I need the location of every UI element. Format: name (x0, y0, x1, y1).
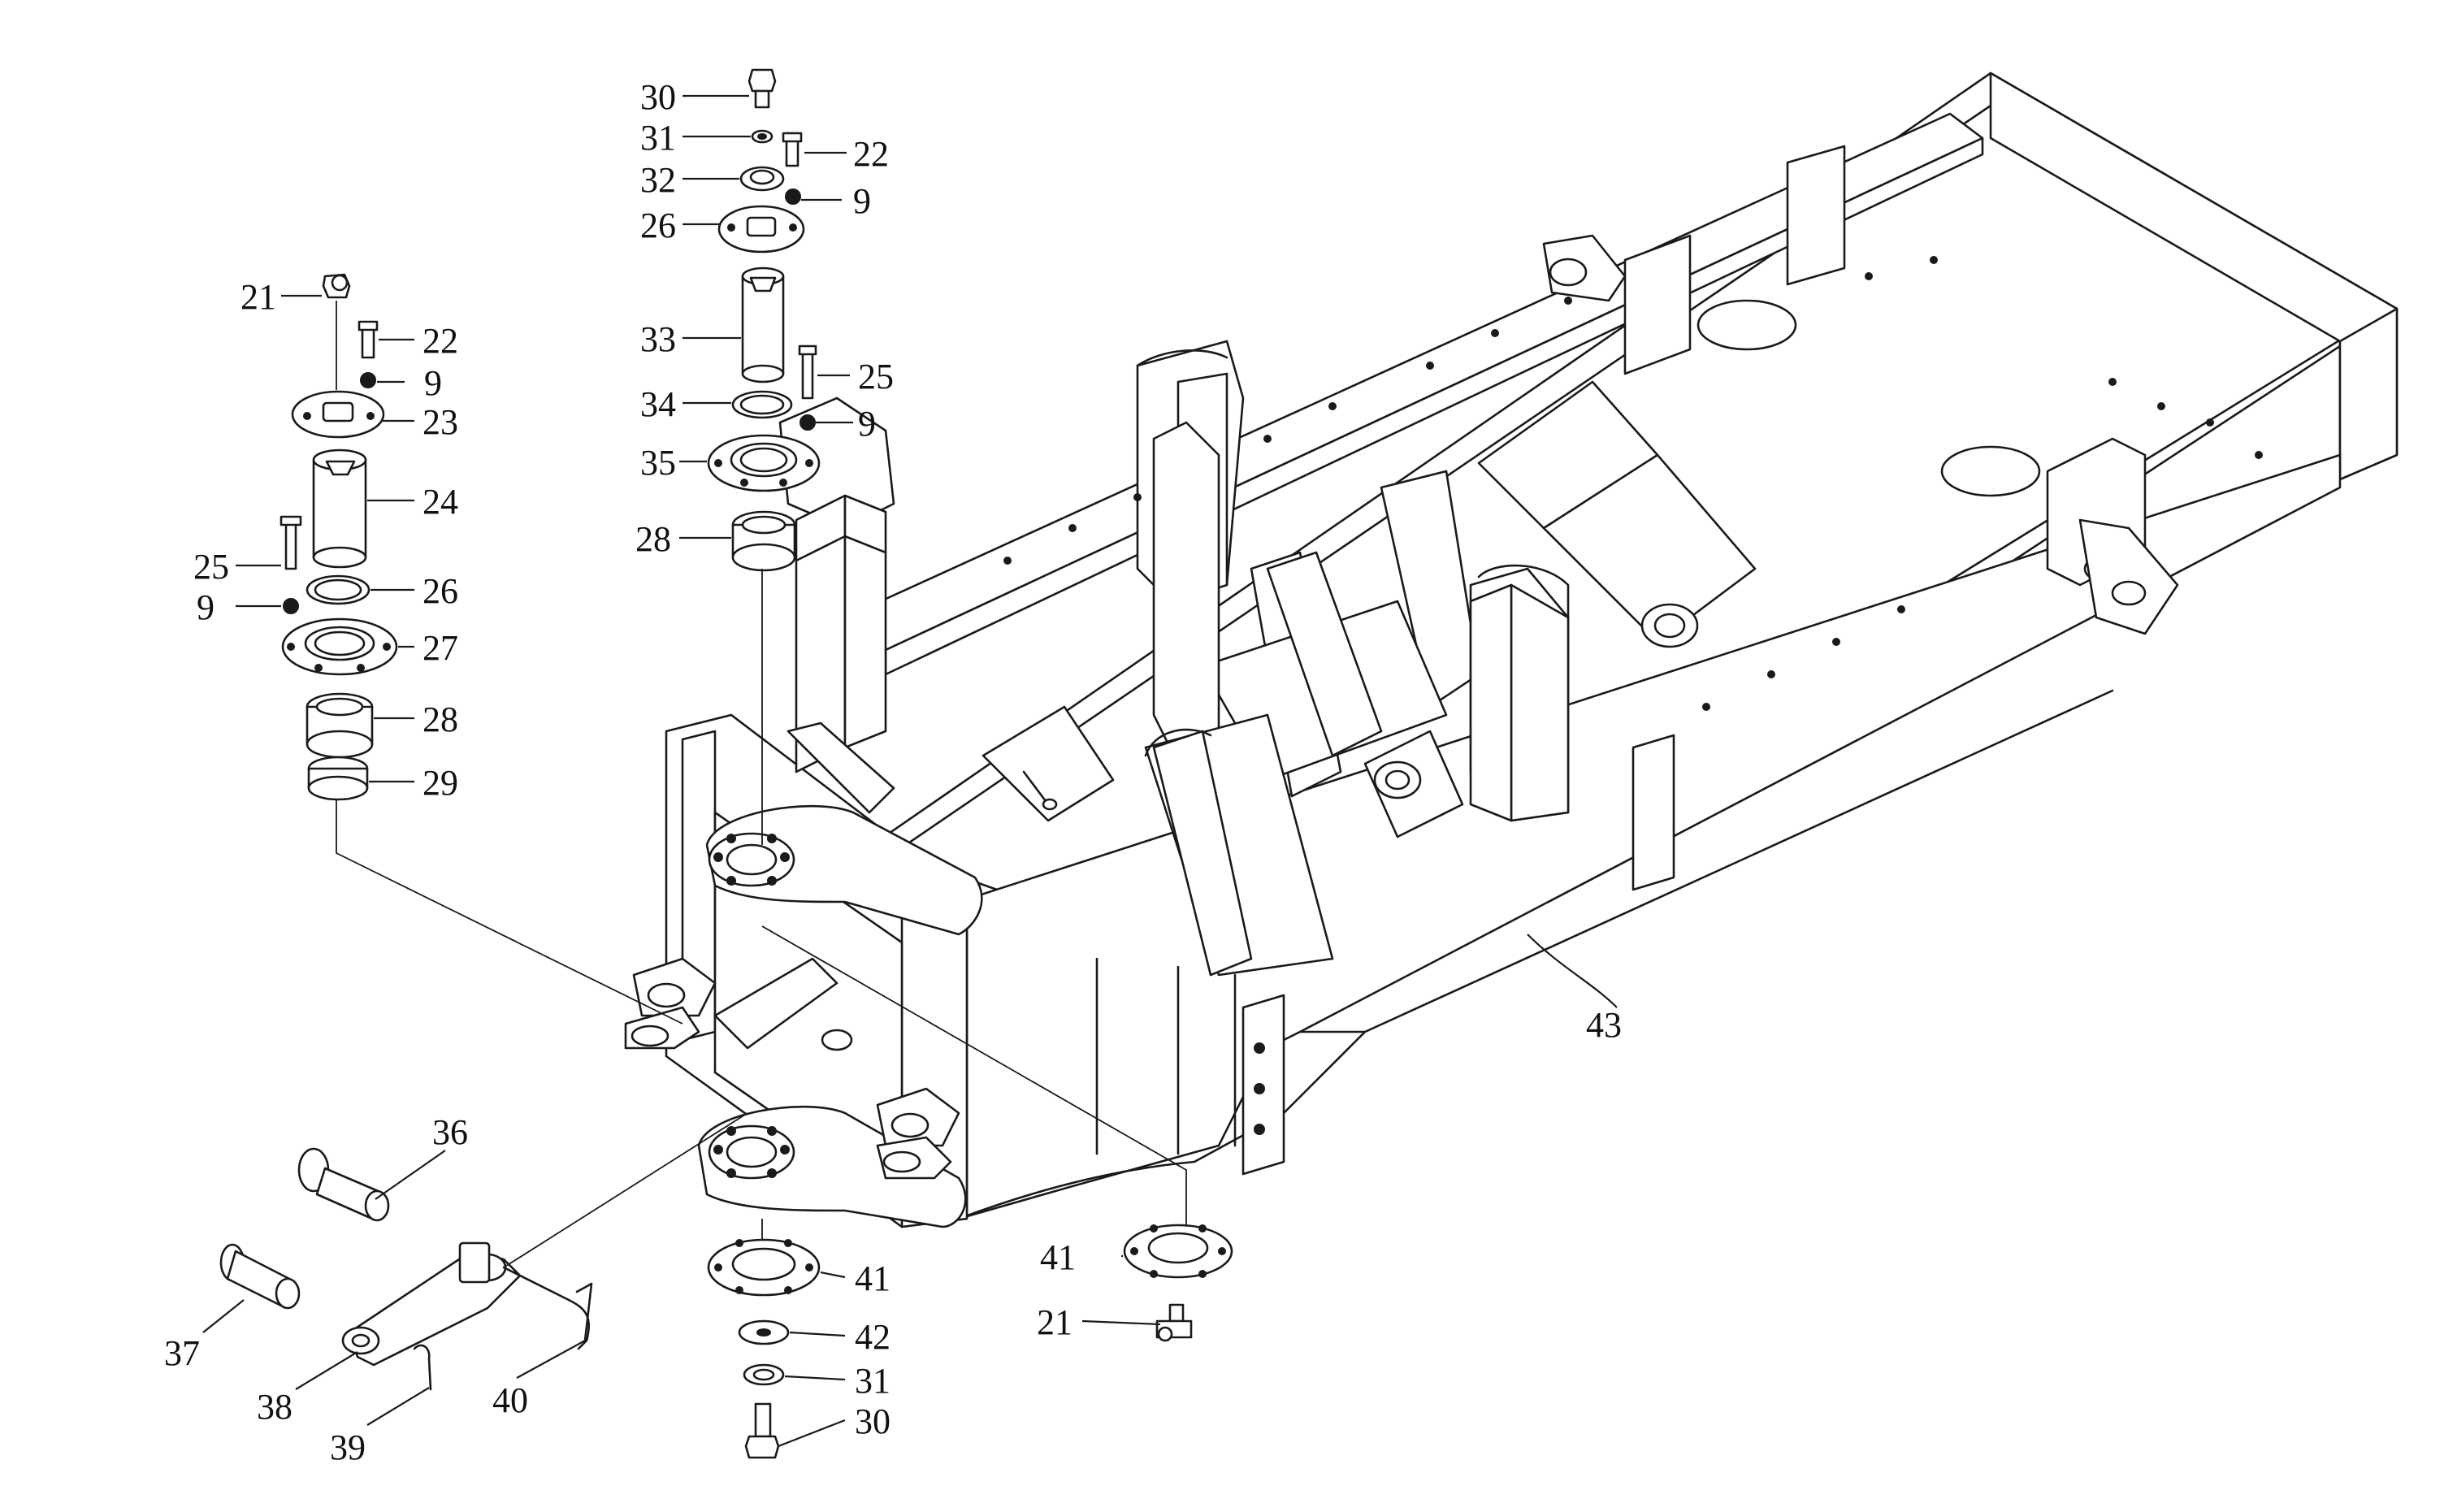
label-40: 40 (492, 1380, 528, 1420)
label-25-center: 25 (858, 357, 894, 396)
part-labels: 30 31 22 32 9 26 21 22 9 23 33 25 34 9 2… (164, 77, 1622, 1467)
label-34: 34 (640, 384, 676, 424)
label-37: 37 (164, 1333, 200, 1373)
label-9-center-upper: 9 (853, 181, 871, 221)
rear-frame-43 (835, 71, 2398, 1220)
label-38: 38 (257, 1387, 292, 1427)
label-24: 24 (422, 482, 458, 522)
label-36: 36 (432, 1112, 468, 1152)
bottom-stack (707, 1219, 821, 1459)
label-30-bottom: 30 (855, 1402, 890, 1441)
label-43: 43 (1586, 1005, 1622, 1045)
label-33: 33 (640, 319, 676, 359)
label-31-top: 31 (640, 118, 676, 158)
label-26-center: 26 (640, 206, 676, 245)
lock-pin-assembly (219, 1112, 748, 1391)
leader-lines (202, 94, 1161, 1448)
label-9-left-lower: 9 (197, 587, 214, 627)
label-28-left: 28 (422, 700, 458, 739)
label-42: 42 (855, 1317, 890, 1357)
label-23: 23 (422, 402, 458, 442)
label-21-right: 21 (1037, 1302, 1072, 1342)
label-41-bottom: 41 (855, 1259, 890, 1298)
label-9-center-lower: 9 (858, 404, 876, 444)
center-stack (707, 68, 1187, 1251)
label-41-right: 41 (1040, 1237, 1076, 1277)
label-30-top: 30 (640, 77, 676, 117)
label-21-left: 21 (240, 277, 276, 317)
label-32: 32 (640, 160, 676, 200)
label-9-left-upper: 9 (424, 363, 442, 403)
right-bottom-parts (1123, 1224, 1233, 1342)
rail-holes (1003, 256, 2263, 711)
label-39: 39 (330, 1428, 366, 1467)
label-31-bottom: 31 (855, 1361, 890, 1401)
left-stack (280, 273, 683, 1025)
hinge-structure (624, 396, 1115, 1228)
label-25-left: 25 (193, 547, 229, 587)
label-35: 35 (640, 443, 676, 483)
label-28-center: 28 (635, 519, 671, 559)
label-29: 29 (422, 763, 458, 803)
label-22-left: 22 (422, 321, 458, 361)
label-26-left: 26 (422, 571, 458, 611)
label-22-center: 22 (853, 134, 889, 174)
label-27: 27 (422, 628, 458, 668)
